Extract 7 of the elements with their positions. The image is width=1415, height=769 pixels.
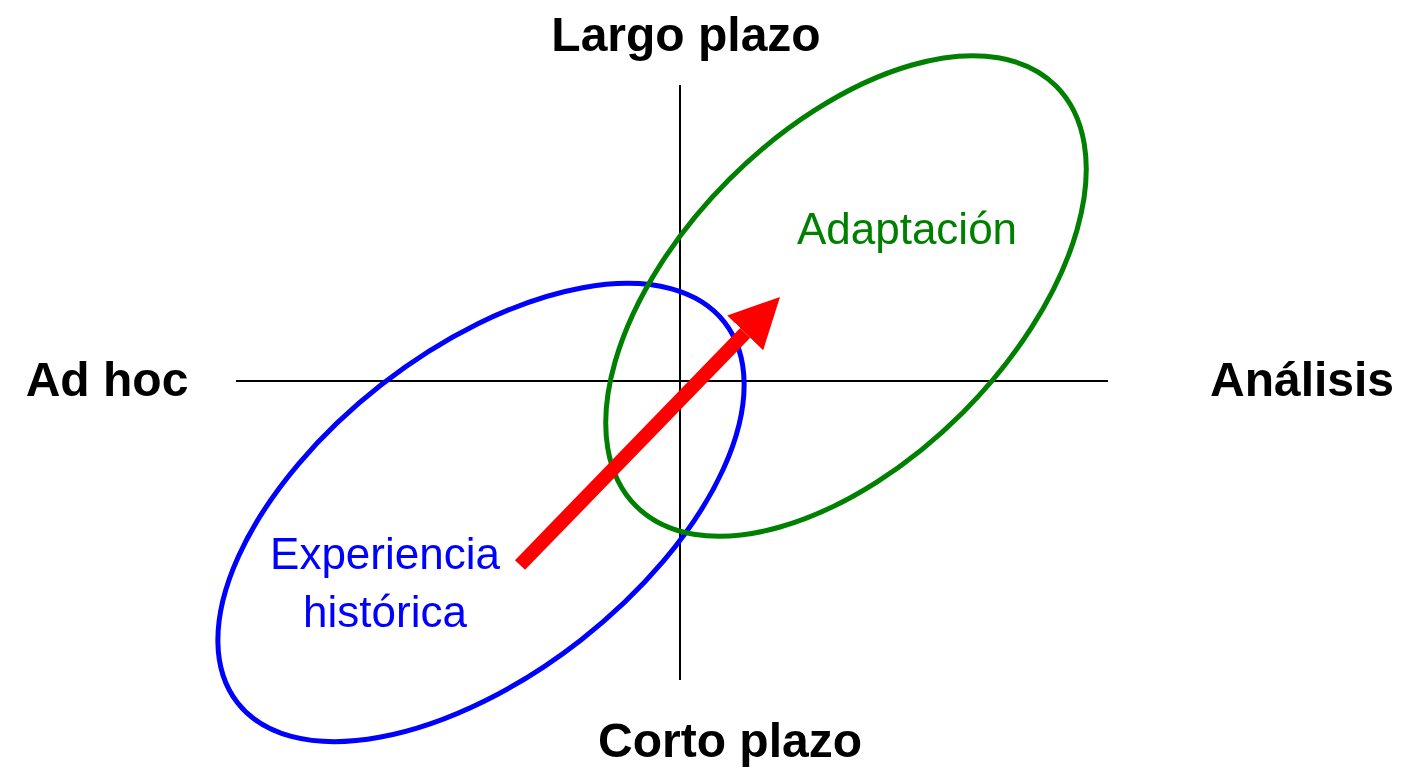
region-label: Experiencia histórica (269, 528, 501, 638)
axis-label: Corto plazo (598, 713, 862, 769)
arrow (514, 297, 780, 570)
axis-label: Ad hoc (25, 352, 189, 408)
region-label: Adaptación (795, 203, 1019, 255)
axis-label: Largo plazo (551, 7, 821, 63)
axis-label: Análisis (1209, 352, 1395, 408)
